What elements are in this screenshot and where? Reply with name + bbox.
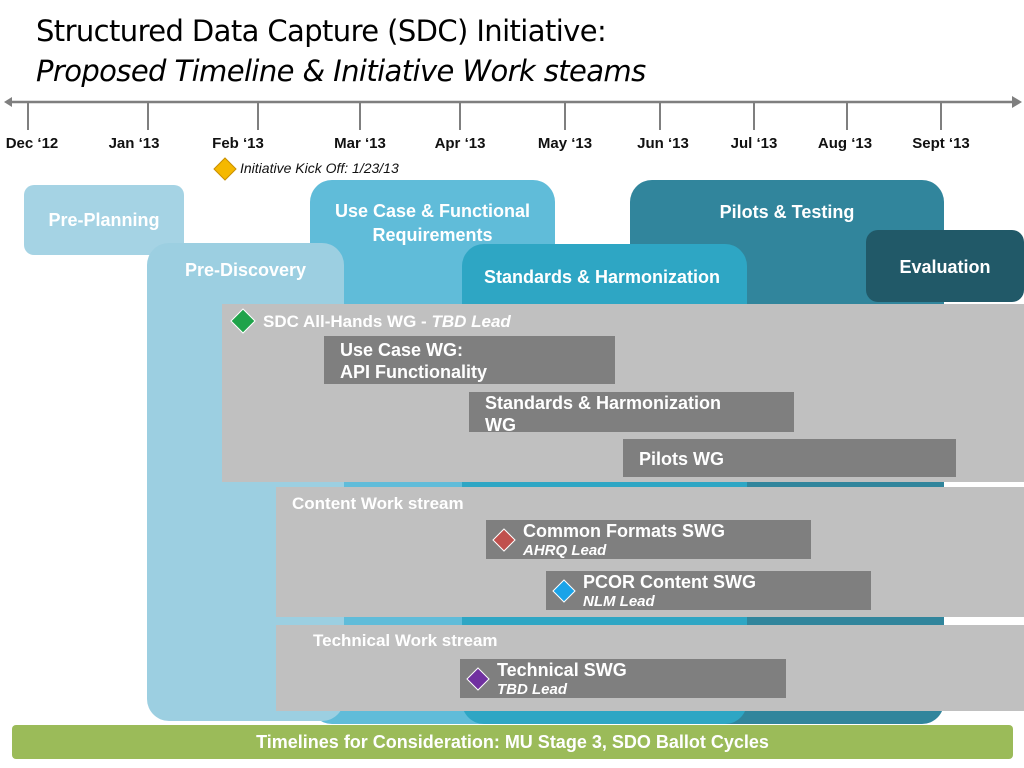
content-stream-title: Content Work stream	[292, 494, 464, 513]
phase-pre-planning: Pre-Planning	[24, 185, 184, 255]
kickoff-label: Initiative Kick Off: 1/23/13	[240, 160, 399, 176]
standards-wg-box: Standards & Harmonization WG	[469, 392, 794, 432]
all-hands-title-lead: TBD Lead	[431, 312, 511, 331]
technical-stream-title: Technical Work stream	[313, 631, 498, 650]
page-subtitle: Proposed Timeline & Initiative Work stea…	[36, 54, 646, 88]
page-title: Structured Data Capture (SDC) Initiative…	[36, 14, 607, 48]
technical-swg-name: Technical SWG	[497, 660, 627, 680]
use-case-wg-box: Use Case WG: API Functionality	[324, 336, 615, 384]
phase-pre-discovery-label: Pre-Discovery	[184, 260, 307, 280]
all-hands-diamond-icon	[230, 308, 256, 334]
all-hands-title: SDC All-Hands WG - TBD Lead	[263, 312, 511, 332]
pilots-wg-box: Pilots WG	[623, 439, 956, 477]
standards-wg-line1: Standards & Harmonization	[485, 393, 722, 413]
phase-pilots-label: Pilots & Testing	[719, 202, 855, 222]
axis-right-arrow	[1012, 96, 1022, 108]
common-formats-swg-box: Common Formats SWG AHRQ Lead	[486, 520, 811, 559]
pcor-swg-box: PCOR Content SWG NLM Lead	[546, 571, 871, 610]
common-formats-swg-name: Common Formats SWG	[523, 521, 726, 541]
pcor-swg-name: PCOR Content SWG	[583, 572, 756, 592]
month-label-dec: Dec ‘12	[5, 135, 59, 152]
phase-standards-label: Standards & Harmonization	[483, 267, 721, 287]
month-label-jan: Jan ‘13	[108, 135, 160, 152]
technical-swg-box: Technical SWG TBD Lead	[460, 659, 786, 698]
month-label-jul: Jul ‘13	[730, 135, 778, 152]
use-case-wg-line2: API Functionality	[340, 362, 488, 382]
pilots-wg-label: Pilots WG	[639, 449, 724, 469]
month-label-feb: Feb ‘13	[212, 135, 264, 152]
pcor-swg-lead: NLM Lead	[583, 593, 655, 610]
technical-swg-diamond-icon	[466, 667, 490, 691]
month-label-may: May ‘13	[537, 135, 593, 152]
month-label-aug: Aug ‘13	[817, 135, 873, 152]
month-label-jun: Jun ‘13	[637, 135, 689, 152]
common-formats-swg-lead: AHRQ Lead	[523, 542, 607, 559]
month-label-sept: Sept ‘13	[912, 135, 970, 152]
timelines-footer-bar: Timelines for Consideration: MU Stage 3,…	[12, 725, 1013, 759]
month-label-mar: Mar ‘13	[334, 135, 386, 152]
phase-evaluation: Evaluation	[866, 230, 1024, 302]
technical-swg-lead: TBD Lead	[497, 681, 568, 698]
phase-evaluation-label: Evaluation	[899, 257, 991, 277]
axis-left-arrow	[4, 97, 12, 107]
all-hands-title-text: SDC All-Hands WG -	[263, 312, 432, 331]
phase-pre-planning-label: Pre-Planning	[48, 210, 160, 230]
use-case-wg-line1: Use Case WG:	[340, 340, 464, 360]
month-label-apr: Apr ‘13	[434, 135, 486, 152]
common-formats-diamond-icon	[492, 528, 516, 552]
phase-use-case-label: Use Case & Functional Requirements	[334, 201, 531, 245]
pcor-diamond-icon	[552, 579, 576, 603]
kickoff-diamond-icon	[213, 157, 237, 181]
timeline-axis	[4, 96, 1022, 130]
standards-wg-line2: WG	[485, 415, 516, 432]
